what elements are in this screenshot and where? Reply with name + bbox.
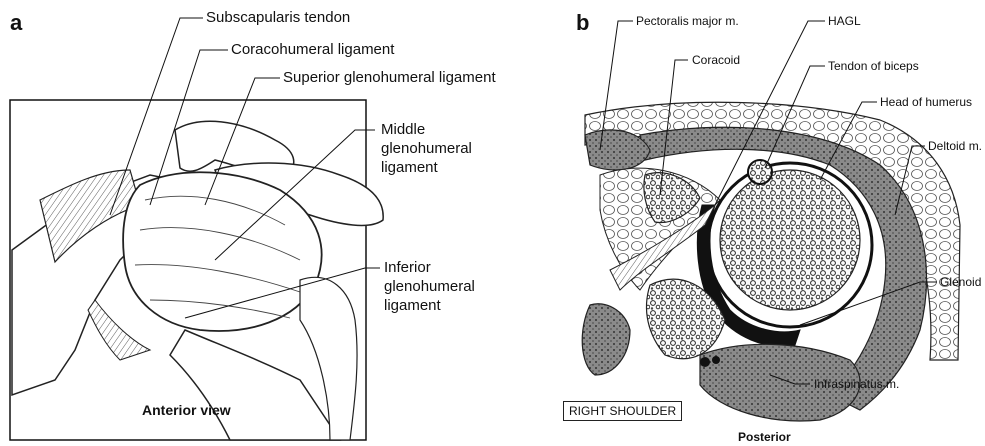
caption-posterior: Posterior <box>738 430 791 444</box>
biceps-tendon-shape <box>748 160 772 184</box>
caption-anterior-view: Anterior view <box>142 401 231 419</box>
vessel-dot-2 <box>712 356 720 364</box>
label-superior-gh-ligament: Superior glenohumeral ligament <box>283 69 496 87</box>
label-glenoid: Glenoid <box>940 275 981 289</box>
label-inferior-gh-line3: ligament <box>384 297 441 315</box>
label-tendon-of-biceps: Tendon of biceps <box>828 59 919 73</box>
label-inferior-gh-line2: glenohumeral <box>384 278 475 296</box>
label-inferior-gh-line1: Inferior <box>384 259 431 277</box>
label-pectoralis-major: Pectoralis major m. <box>636 14 739 28</box>
vessel-dot-1 <box>700 357 710 367</box>
label-middle-gh-line3: ligament <box>381 159 438 177</box>
label-coracohumeral-ligament: Coracohumeral ligament <box>231 41 394 59</box>
label-infraspinatus: Infraspinatus m. <box>814 377 899 391</box>
label-coracoid: Coracoid <box>692 53 740 67</box>
label-subscapularis-tendon: Subscapularis tendon <box>206 9 350 27</box>
right-shoulder-box-label: RIGHT SHOULDER <box>563 401 682 421</box>
label-middle-gh-line2: glenohumeral <box>381 140 472 158</box>
panel-b-letter: b <box>576 10 589 36</box>
panel-b-drawing <box>582 21 960 421</box>
label-head-of-humerus: Head of humerus <box>880 95 972 109</box>
subscapularis-muscle-shape <box>582 304 630 375</box>
humeral-head-cancellous <box>720 170 860 310</box>
label-hagl: HAGL <box>828 14 861 28</box>
panel-a-letter: a <box>10 10 22 36</box>
label-middle-gh-line1: Middle <box>381 121 425 139</box>
label-deltoid: Deltoid m. <box>928 139 982 153</box>
